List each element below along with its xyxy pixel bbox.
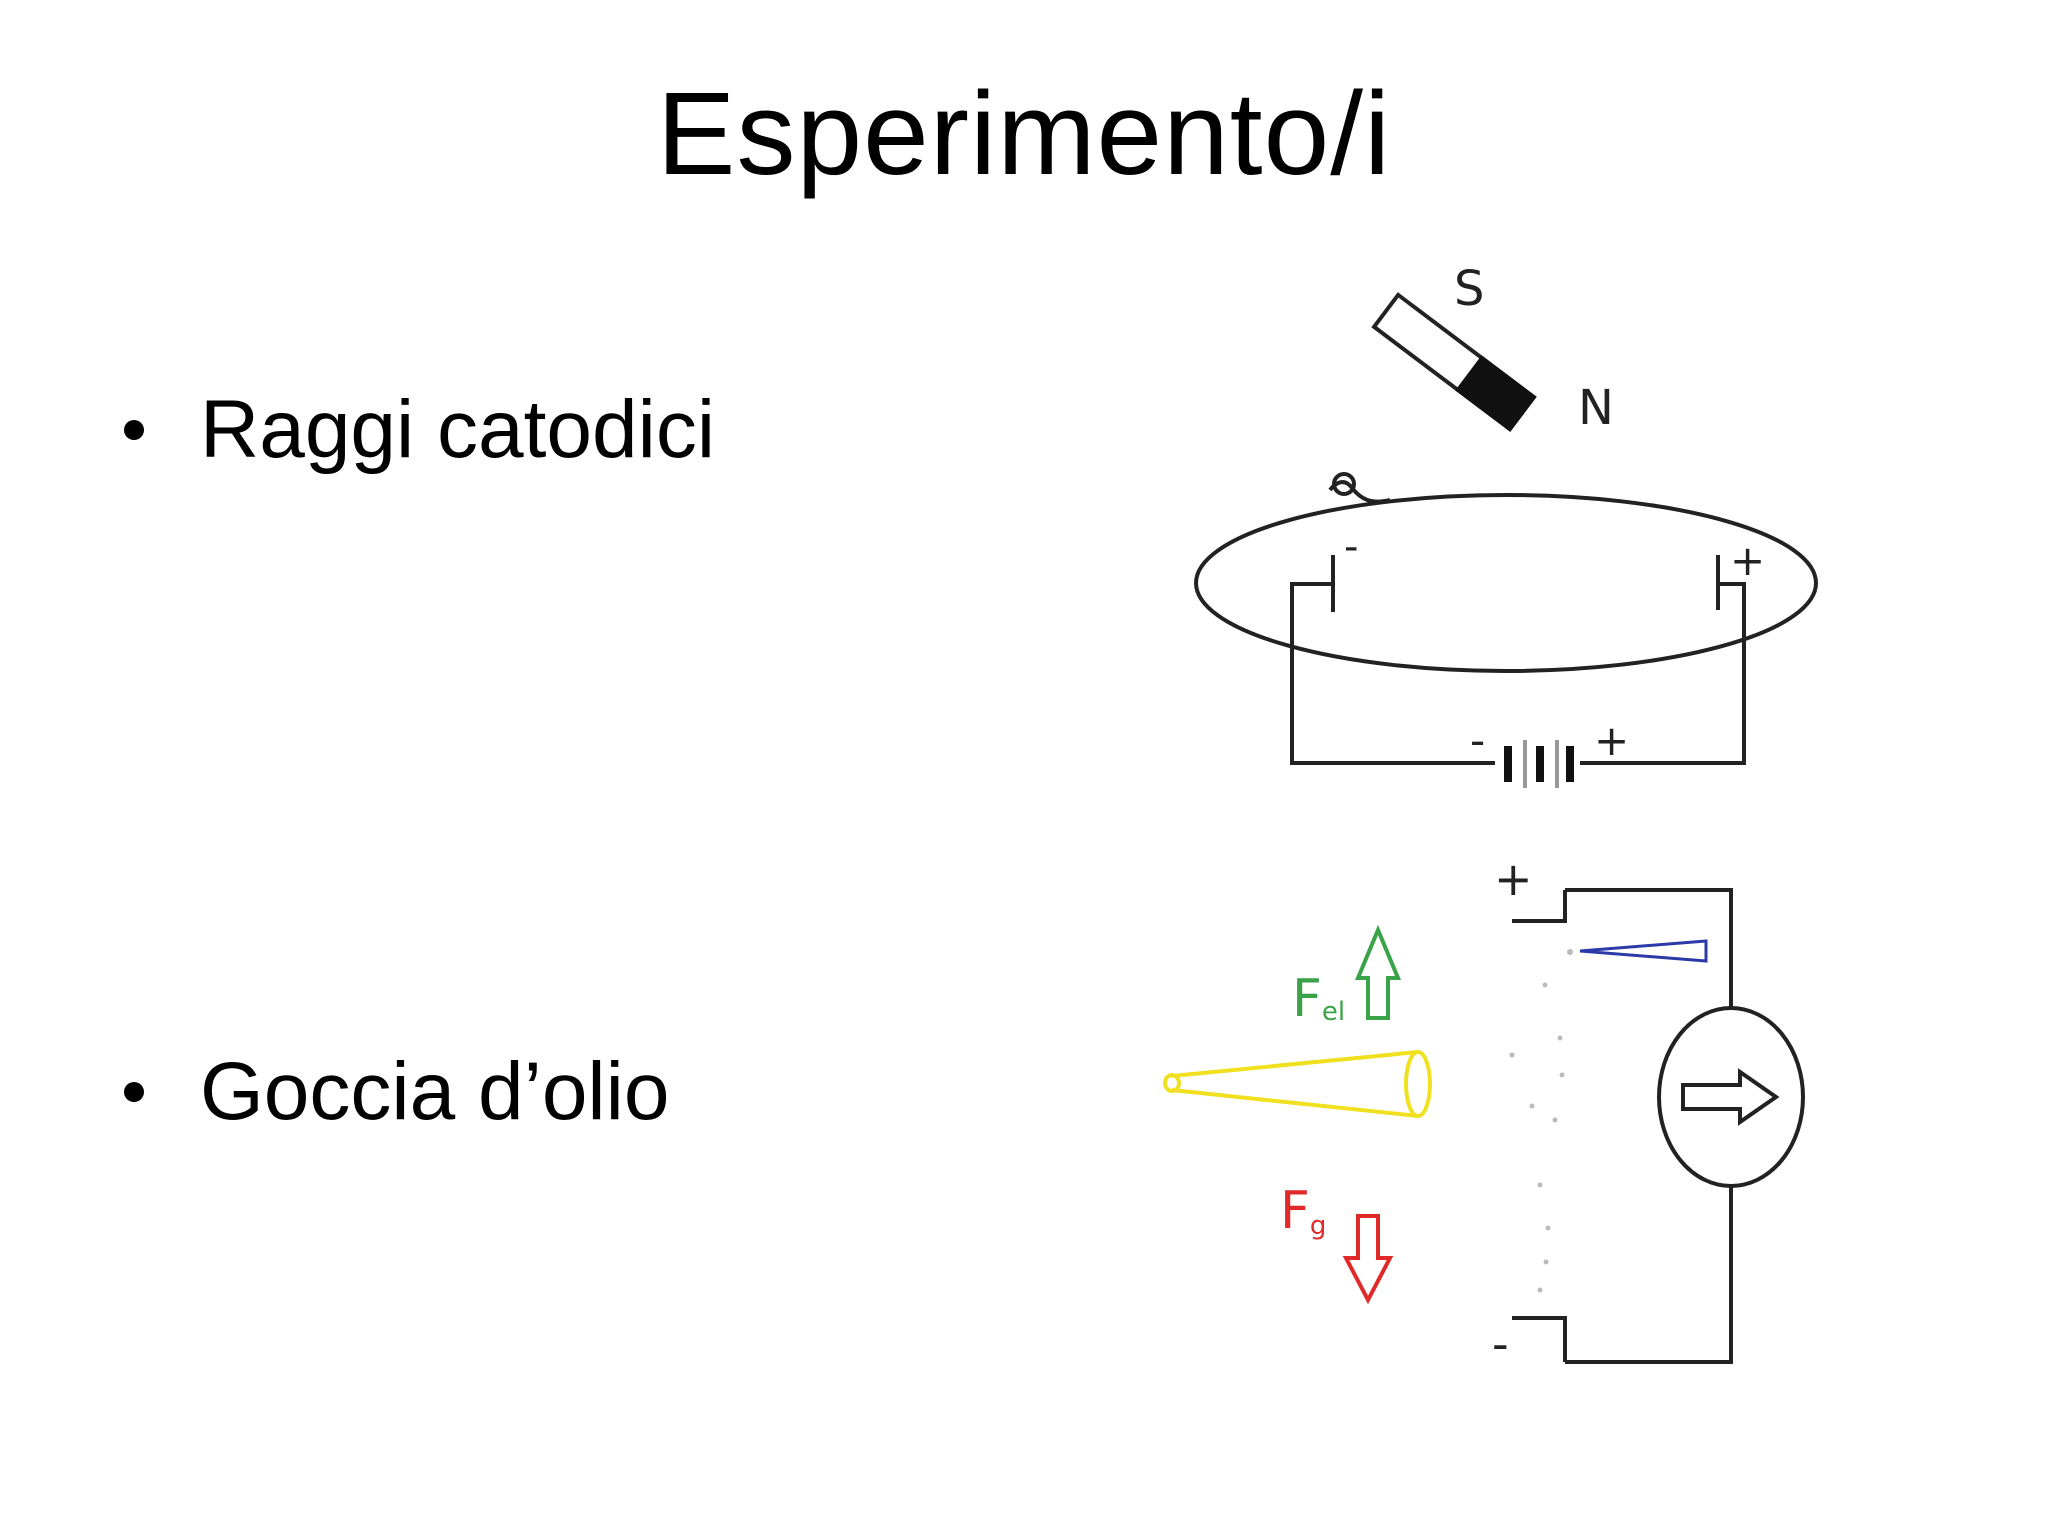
microscope-icon [1579,939,1708,963]
bullet-item-cathode-rays: Raggi catodici [124,380,715,480]
bullet-item-oil-drop: Goccia d’olio [124,1042,669,1142]
cathode-ray-diagram: S N - + - + [1194,261,1818,788]
magnet-south-label: S [1454,261,1484,317]
top-plate-label: + [1494,852,1533,906]
battery-positive-label: + [1594,716,1629,765]
top-capacitor-plate [1512,890,1567,923]
battery-negative-label: - [1470,716,1485,765]
circuit-wire-left [1290,582,1495,765]
voltage-source-icon [1657,1006,1805,1188]
bullet-dot-icon [124,420,144,440]
bottom-plate-label: - [1492,1317,1509,1371]
bullet-dot-icon [124,1082,144,1102]
bullet-label: Raggi catodici [200,384,716,475]
gravity-force-label: Fg [1280,1181,1326,1241]
tube-stem-tip [1332,472,1356,496]
slide-title: Esperimento/i [656,68,1392,200]
magnet-north-label: N [1578,380,1614,436]
anode-label: + [1730,536,1765,585]
bar-magnet-icon [1371,292,1537,432]
bullet-label: Goccia d’olio [200,1046,670,1137]
cathode-label: - [1344,524,1358,570]
circuit-wire-right [1580,582,1746,765]
voltage-arrow-icon [1681,1068,1780,1126]
electric-force-arrow-icon [1355,924,1401,1020]
glass-tube [1194,493,1818,673]
bottom-capacitor-plate [1512,1316,1567,1362]
gravity-force-arrow-icon [1342,1214,1394,1305]
light-beam-icon [1163,1050,1432,1118]
battery-icon [1504,740,1574,788]
oil-circuit-wire-bottom [1565,1186,1733,1364]
oil-circuit-wire-top [1565,888,1733,1008]
oil-drop-diagram: + - [1163,852,1805,1371]
oil-droplets [1509,949,1573,1293]
electric-force-label: Fel [1292,969,1345,1029]
